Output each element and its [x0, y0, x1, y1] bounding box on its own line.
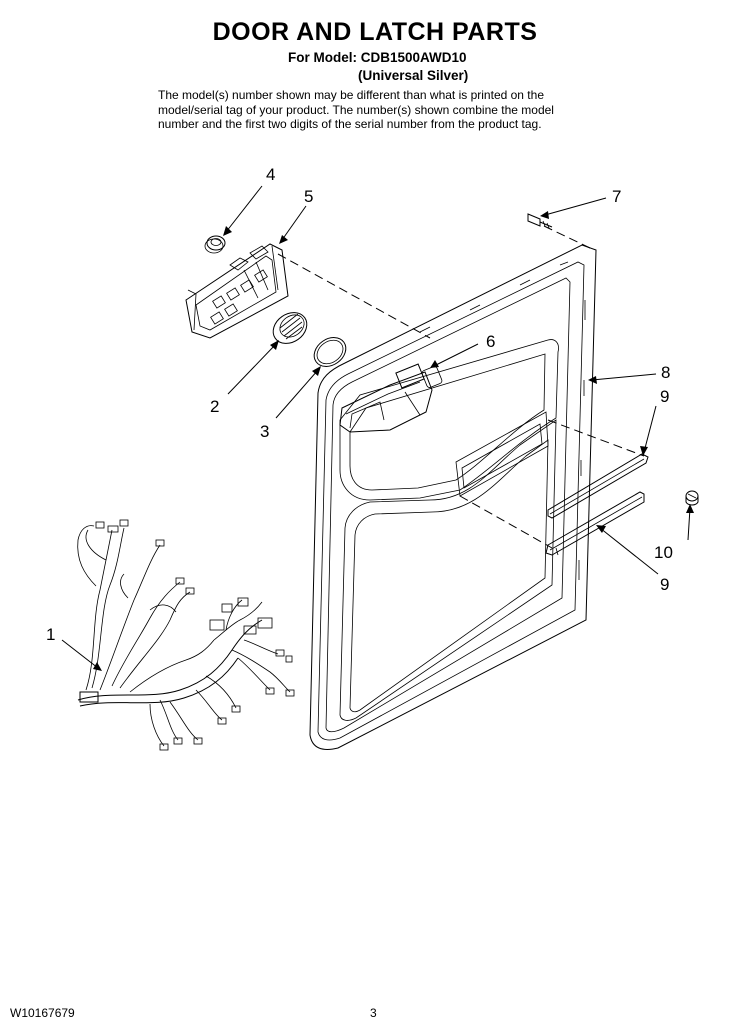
- leader-arrows: [61, 185, 694, 671]
- model-note: The model(s) number shown may be differe…: [158, 88, 618, 132]
- control-panel: [185, 243, 289, 339]
- note-line-1: The model(s) number shown may be differe…: [158, 88, 544, 102]
- callout-6: 6: [486, 332, 495, 351]
- screw-top: [527, 213, 553, 229]
- wiring-harness: [77, 519, 295, 751]
- knob-part: [204, 235, 226, 254]
- vent-grille: [272, 312, 308, 344]
- callout-labels: 4 5 7 6 8 9 2 3 10 9 1: [46, 165, 673, 644]
- page-number: 3: [370, 1006, 377, 1020]
- trim-strip-lower: [545, 491, 645, 556]
- gasket-ring: [313, 337, 347, 367]
- page-title: DOOR AND LATCH PARTS: [212, 18, 538, 46]
- callout-9-upper: 9: [660, 387, 669, 406]
- callout-3: 3: [260, 422, 269, 441]
- assembly-lines: [277, 225, 645, 549]
- door-panel: [309, 244, 597, 750]
- callout-7: 7: [612, 187, 621, 206]
- callout-9-lower: 9: [660, 575, 669, 594]
- trim-strip-upper: [547, 453, 649, 519]
- door-latch: [339, 363, 443, 433]
- document-number: W10167679: [10, 1006, 75, 1020]
- screw-right: [685, 490, 699, 506]
- callout-8: 8: [661, 363, 670, 382]
- callout-10: 10: [654, 543, 673, 562]
- callout-4: 4: [266, 165, 275, 184]
- callout-5: 5: [304, 187, 313, 206]
- note-line-3: number and the first two digits of the s…: [158, 117, 542, 131]
- note-line-2: model/serial tag of your product. The nu…: [158, 102, 554, 117]
- callout-2: 2: [210, 397, 219, 416]
- model-number: For Model: CDB1500AWD10: [288, 50, 467, 65]
- model-variant: (Universal Silver): [358, 68, 469, 83]
- callout-1: 1: [46, 625, 55, 644]
